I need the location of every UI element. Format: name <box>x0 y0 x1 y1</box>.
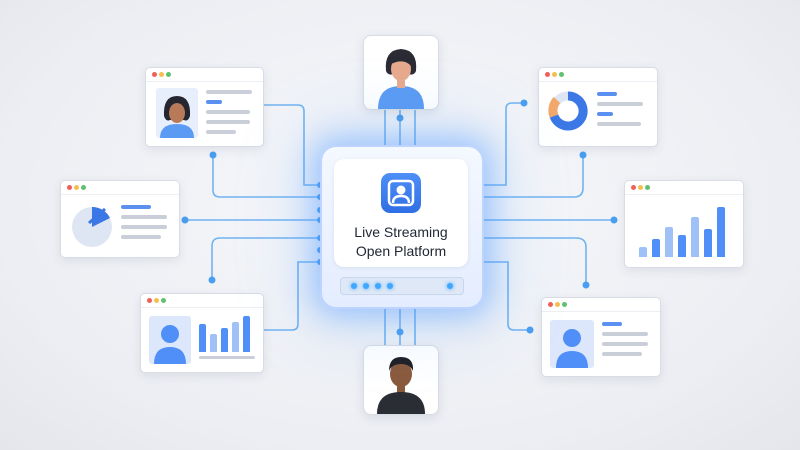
user-icon <box>556 329 588 368</box>
window-titlebar <box>141 294 263 308</box>
hub-title-line2: Open Platform <box>355 243 447 259</box>
bar-chart-window-right-middle <box>624 180 744 268</box>
connector-left-1 <box>262 104 320 186</box>
connector-right-2 <box>480 155 584 198</box>
bar-chart-icon <box>199 316 255 352</box>
connector-left-4 <box>211 237 320 280</box>
connector-node <box>181 216 189 224</box>
woman-avatar-icon <box>378 49 424 109</box>
donut-window-right-top <box>538 67 658 147</box>
pie-window-left-middle <box>60 180 180 258</box>
connector-node <box>396 114 404 122</box>
bar-chart-icon <box>639 203 729 257</box>
user-silhouette <box>550 320 594 368</box>
user-icon <box>154 325 186 364</box>
avatar-card-bottom <box>363 345 439 415</box>
status-led-strip <box>340 277 464 295</box>
connector-node <box>208 276 216 284</box>
connector-node <box>582 281 590 289</box>
user-badge-icon <box>381 173 421 213</box>
window-titlebar <box>146 68 263 82</box>
man-avatar-icon <box>377 357 425 414</box>
connector-node <box>526 326 534 334</box>
window-titlebar <box>625 181 743 195</box>
connector-right-4 <box>480 237 587 285</box>
donut-chart-icon <box>548 91 588 131</box>
connector-right-5 <box>480 261 530 331</box>
window-titlebar <box>539 68 657 82</box>
window-titlebar <box>542 298 660 312</box>
avatar-card-top <box>363 35 439 110</box>
connector-node <box>396 328 404 336</box>
pie-chart-icon <box>72 206 112 247</box>
hub-panel: Live Streaming Open Platform <box>334 159 468 267</box>
window-titlebar <box>61 181 179 195</box>
platform-hub: Live Streaming Open Platform <box>320 145 484 309</box>
connector-node <box>209 151 217 159</box>
connector-node <box>579 151 587 159</box>
connector-node <box>520 99 528 107</box>
connector-right-1 <box>480 102 524 186</box>
profile-photo <box>156 88 198 138</box>
profile-window-left-top <box>145 67 264 147</box>
woman-avatar-icon <box>160 96 194 138</box>
user-silhouette <box>149 316 191 364</box>
hub-title-line1: Live Streaming <box>354 224 448 240</box>
profile-window-right-bottom <box>541 297 661 377</box>
analytics-window-left-bottom <box>140 293 264 373</box>
connector-left-2 <box>212 155 320 198</box>
connector-left-5 <box>262 261 320 331</box>
connector-node <box>610 216 618 224</box>
